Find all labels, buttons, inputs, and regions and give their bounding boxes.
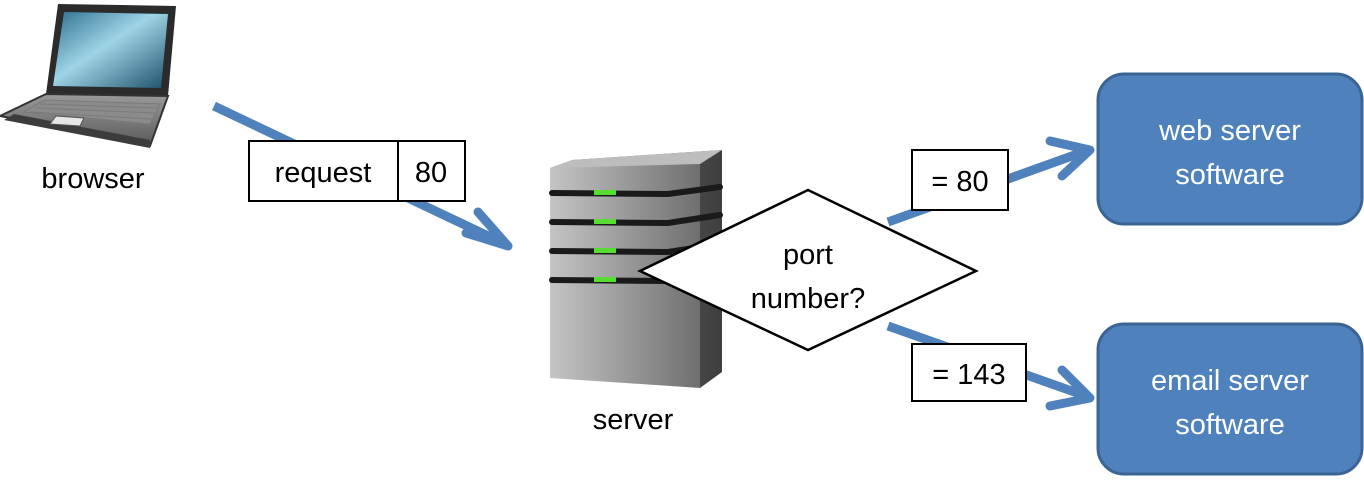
server-tower-icon [549,150,723,388]
port-number-decision: port number? [637,188,979,352]
branch-email-text: = 143 [932,359,1005,391]
request-packet: request 80 [248,140,466,202]
request-label: request [275,157,372,189]
branch-label-email: = 143 [911,343,1027,402]
decision-line-1: port [783,239,833,271]
decision-line-2: number? [751,283,865,315]
email-box-line-1: email server [1151,365,1309,397]
email-box-line-2: software [1175,409,1285,441]
web-box-line-1: web server [1158,115,1301,147]
web-box-line-2: software [1175,159,1285,191]
branch-label-web: = 80 [911,149,1009,211]
email-server-software-box: email server software [1096,322,1364,476]
browser-label: browser [41,163,144,195]
web-server-software-box: web server software [1096,72,1364,226]
server-label: server [593,404,674,436]
branch-web-text: = 80 [931,166,988,198]
server-led-indicators [594,190,616,282]
request-port-number: 80 [415,157,447,189]
laptop-icon [0,4,176,148]
